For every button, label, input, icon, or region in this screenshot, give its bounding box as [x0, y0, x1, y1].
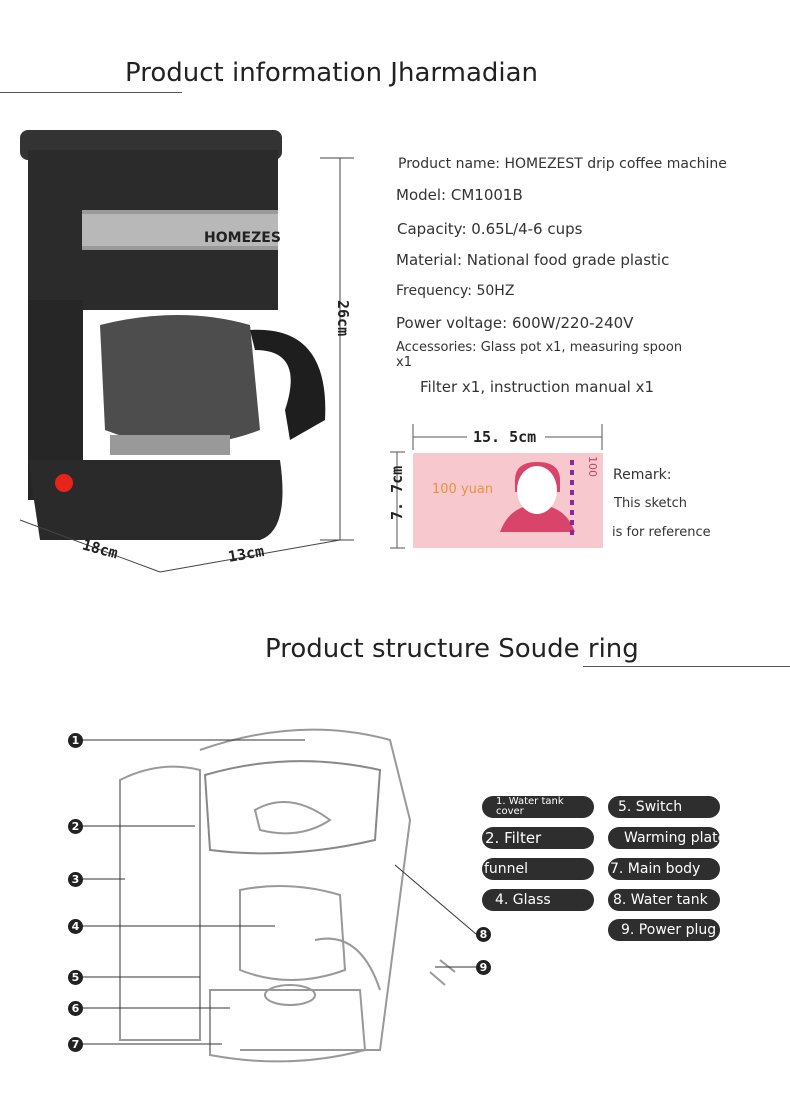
spec-material: Material: National food grade plastic — [396, 251, 670, 269]
callout-9: 9 — [476, 960, 491, 975]
part-label-3: funnel — [482, 858, 594, 880]
part-label-9: 9. Power plug — [608, 919, 720, 941]
part-label-8: 8. Water tank — [608, 889, 720, 911]
banknote-denomination: 100 — [586, 456, 599, 477]
callout-4: 4 — [68, 919, 83, 934]
spec-capacity: Capacity: 0.65L/4-6 cups — [397, 220, 583, 238]
callout-lines — [82, 739, 477, 1045]
part-label-2: 2. Filter — [482, 827, 594, 849]
spec-accessories: Accessories: Glass pot x1, measuring spo… — [396, 340, 683, 355]
remark-title: Remark: — [613, 467, 672, 483]
banknote-width: 15. 5cm — [473, 428, 537, 446]
divider — [0, 92, 182, 93]
callout-5: 5 — [68, 970, 83, 985]
section-title-product-information: Product information Jharmadian — [125, 58, 539, 88]
callout-1: 1 — [68, 733, 83, 748]
divider — [583, 666, 790, 667]
callout-3: 3 — [68, 872, 83, 887]
spec-product-name: Product name: HOMEZEST drip coffee machi… — [398, 156, 727, 172]
section-title-product-structure: Product structure Soude ring — [265, 634, 639, 664]
spec-accessories-filter: Filter x1, instruction manual x1 — [420, 378, 655, 396]
machine-brand: HOMEZES — [204, 230, 281, 246]
spec-model: Model: CM1001B — [396, 186, 523, 204]
banknote-height: 7. 7cm — [388, 465, 406, 520]
remark-line1: This sketch — [614, 496, 688, 511]
banknote-label: 100 yuan — [432, 482, 494, 497]
structure-diagram — [119, 728, 456, 1063]
part-label-1: 1. Water tank cover — [482, 796, 594, 818]
callout-6: 6 — [68, 1001, 83, 1016]
part-label-4: 4. Glass — [482, 889, 594, 911]
spec-power: Power voltage: 600W/220-240V — [396, 314, 634, 332]
callout-7: 7 — [68, 1037, 83, 1052]
callout-8: 8 — [476, 927, 491, 942]
coffee-machine-image: HOMEZES — [19, 130, 354, 573]
height-dimension: 26cm — [334, 300, 352, 337]
remark-line2: is for reference — [612, 525, 711, 540]
banknote-sketch — [390, 424, 603, 549]
part-label-7: 7. Main body — [608, 858, 720, 880]
spec-accessories-cont: x1 — [396, 355, 412, 370]
callout-2: 2 — [68, 819, 83, 834]
spec-frequency: Frequency: 50HZ — [396, 283, 515, 299]
part-label-5: 5. Switch — [608, 796, 720, 818]
part-label-6: Warming plate — [608, 827, 720, 849]
